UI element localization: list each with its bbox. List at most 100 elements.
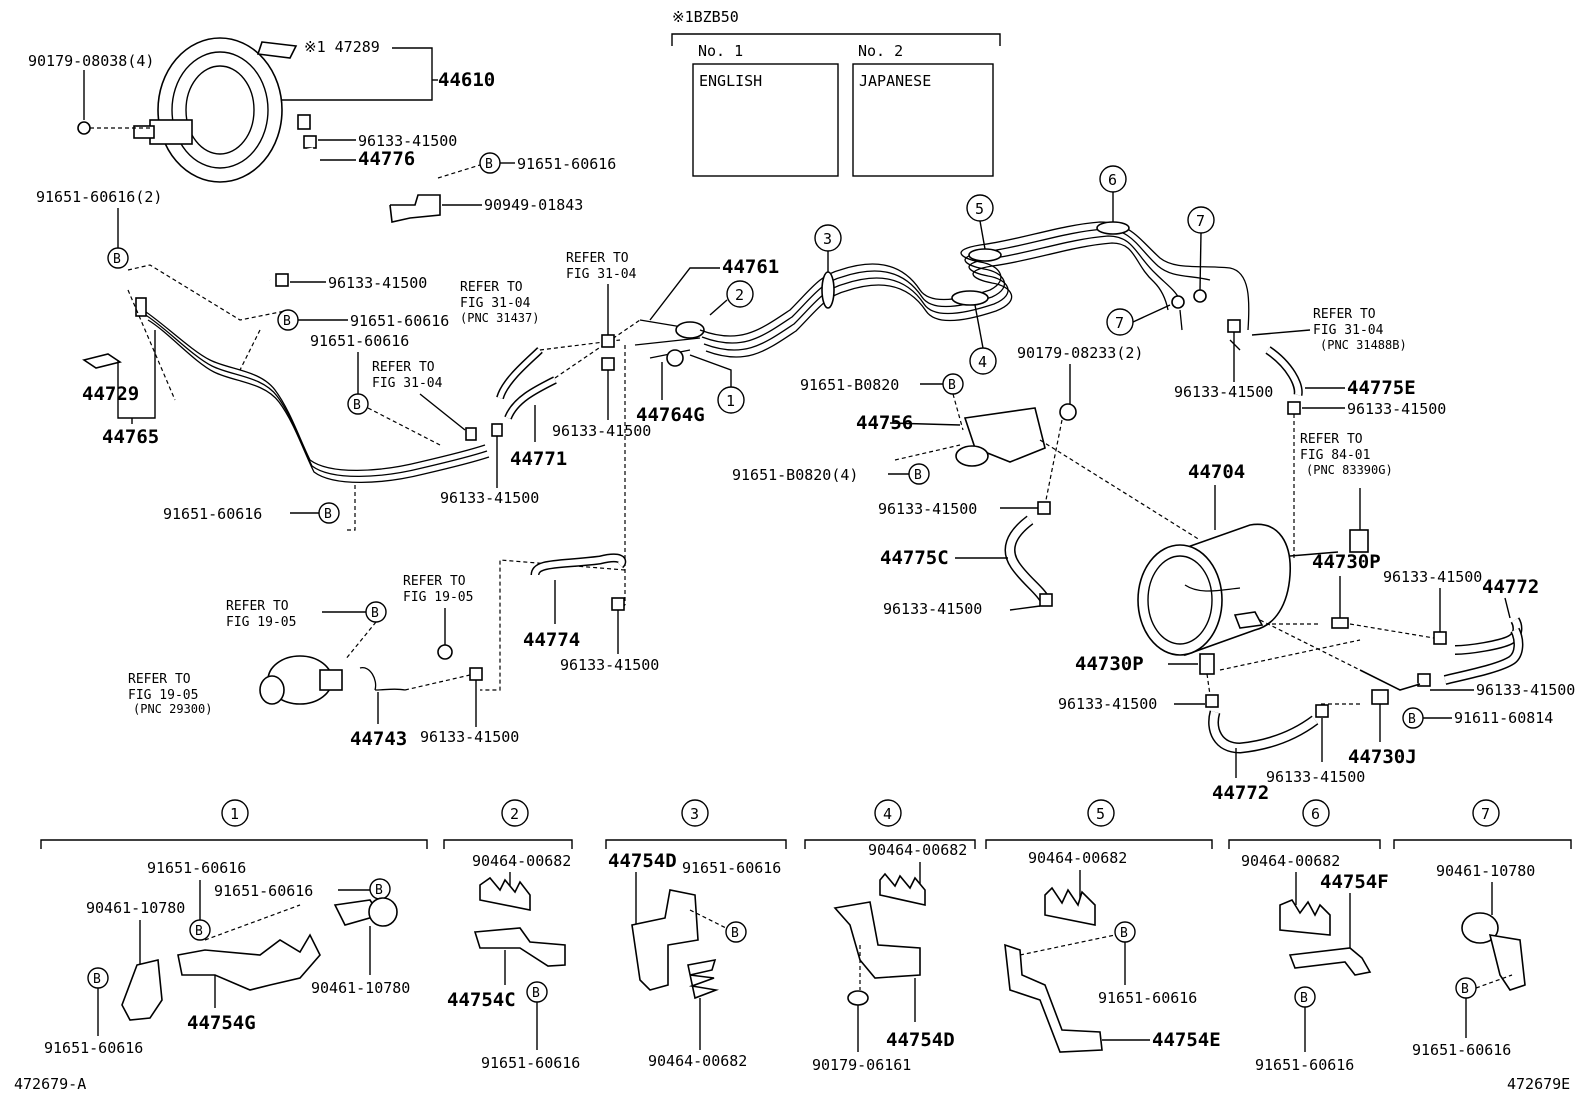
panel-5-callout: [1087, 799, 1115, 827]
label-90949-01843: 90949-01843: [484, 196, 583, 214]
svg-text:90461-10780: 90461-10780: [311, 979, 410, 997]
svg-text:90461-10780: 90461-10780: [86, 899, 185, 917]
svg-text:5: 5: [975, 200, 984, 218]
svg-text:B: B: [485, 157, 493, 172]
svg-text:B: B: [283, 314, 291, 329]
label-91611-60814: 91611-60814: [1454, 709, 1553, 727]
svg-text:B: B: [532, 986, 540, 1001]
brake-booster: [77, 37, 317, 183]
svg-text:1: 1: [230, 805, 239, 823]
bracket-44754g-icon: [177, 933, 321, 991]
clip-90464-icon: [1279, 898, 1331, 936]
panel-3-callout: [681, 799, 709, 827]
check-valve-icon: [1331, 617, 1349, 629]
svg-text:FIG 84-01: FIG 84-01: [1300, 448, 1370, 463]
english-label-box: [692, 63, 839, 177]
japanese-label-text: JAPANESE: [859, 72, 931, 90]
svg-text:FIG 31-04: FIG 31-04: [460, 296, 531, 311]
svg-text:90464-00682: 90464-00682: [1241, 852, 1340, 870]
svg-text:REFER TO: REFER TO: [372, 360, 435, 375]
english-label-text: ENGLISH: [699, 72, 762, 90]
label-96133-41500-h: 96133-41500: [883, 600, 982, 618]
bracket-icon: [389, 194, 441, 223]
svg-text:FIG 31-04: FIG 31-04: [566, 267, 637, 282]
svg-text:44754E: 44754E: [1152, 1029, 1221, 1051]
svg-text:7: 7: [1196, 212, 1205, 230]
svg-text:B: B: [1408, 712, 1416, 727]
label-96133-41500-b: 96133-41500: [328, 274, 427, 292]
label-96133-41500-g: 96133-41500: [878, 500, 977, 518]
callout-2: [726, 280, 754, 308]
label-96133-41500-c: 96133-41500: [440, 489, 539, 507]
label-96133-41500-l: 96133-41500: [1266, 768, 1365, 786]
svg-text:91651-60616: 91651-60616: [147, 859, 246, 877]
label-44729: 44729: [82, 383, 139, 405]
svg-text:2: 2: [510, 805, 519, 823]
tube-44765: [135, 297, 490, 483]
svg-text:91651-60616: 91651-60616: [214, 882, 313, 900]
svg-text:B: B: [371, 606, 379, 621]
label-44774: 44774: [523, 629, 580, 651]
bracket-44754c-icon: [473, 927, 566, 967]
bracket-44754e-icon: [1004, 943, 1103, 1053]
svg-text:B: B: [195, 924, 203, 939]
label-44610: 44610: [438, 69, 495, 91]
label-44772-a: 44772: [1482, 576, 1539, 598]
detail-panel-3: 3 44754D 91651-60616 B 90464-00682: [608, 799, 781, 1070]
tee-fitting-icon: [1371, 689, 1389, 705]
svg-text:4: 4: [883, 805, 892, 823]
clip-90464-icon: [879, 872, 926, 906]
label-96133-41500-k: 96133-41500: [1058, 695, 1157, 713]
b-mark-icon: [908, 463, 930, 485]
svg-text:(PNC 83390G): (PNC 83390G): [1306, 463, 1393, 477]
clip-90464-icon: [687, 958, 720, 1000]
label-44775c: 44775C: [880, 547, 949, 569]
label-table: ※1BZB50 No. 1 No. 2 ENGLISH JAPANESE: [671, 8, 1001, 177]
label-96133-41500-d: 96133-41500: [552, 422, 651, 440]
b-mark-icon: [318, 502, 340, 524]
svg-text:44754D: 44754D: [608, 850, 677, 872]
svg-text:FIG 19-05: FIG 19-05: [226, 615, 296, 630]
svg-text:3: 3: [690, 805, 699, 823]
bracket-44754f-icon: [1288, 947, 1372, 976]
svg-text:B: B: [353, 398, 361, 413]
col1-header: No. 1: [698, 42, 743, 60]
check-valve-icon: [1199, 653, 1215, 675]
panel-7-callout: [1472, 799, 1500, 827]
label-91651-60616-c: 91651-60616: [163, 505, 262, 523]
label-91651-b0820: 91651-B0820: [800, 376, 899, 394]
label-table-title: ※1BZB50: [672, 8, 739, 26]
svg-text:REFER TO: REFER TO: [226, 599, 289, 614]
svg-text:91651-60616: 91651-60616: [44, 1039, 143, 1057]
svg-text:91651-60616: 91651-60616: [1098, 989, 1197, 1007]
svg-text:90464-00682: 90464-00682: [868, 841, 967, 859]
detail-panel-5: 5 90464-00682 B 91651-60616 44754E: [1004, 799, 1221, 1053]
label-44761: 44761: [722, 256, 779, 278]
label-91651-60616-a: 91651-60616: [517, 155, 616, 173]
label-96133-41500-a: 96133-41500: [358, 132, 457, 150]
charcoal-canister: [1137, 523, 1291, 657]
svg-text:REFER TO: REFER TO: [128, 672, 191, 687]
svg-text:REFER TO: REFER TO: [1300, 432, 1363, 447]
svg-text:B: B: [375, 883, 383, 898]
svg-text:B: B: [1461, 982, 1469, 997]
detail-panel-2: 2 90464-00682 44754C B 91651-60616: [447, 799, 580, 1072]
label-96133-41500-i: 96133-41500: [1383, 568, 1482, 586]
svg-text:5: 5: [1096, 805, 1105, 823]
vsv-assy: [259, 655, 343, 705]
svg-text:FIG 19-05: FIG 19-05: [128, 688, 198, 703]
svg-text:B: B: [113, 252, 121, 267]
clamp-icon: [1461, 912, 1499, 944]
b-mark-icon: [725, 921, 747, 943]
detail-panel-4: 4 90464-00682 90179-06161 44754D: [812, 799, 967, 1074]
japanese-label-box: [852, 63, 994, 177]
panel-4-callout: [874, 799, 902, 827]
svg-text:6: 6: [1108, 171, 1117, 189]
label-96133-41500-f: 96133-41500: [1347, 400, 1446, 418]
label-90179-08038: 90179-08038(4): [28, 52, 154, 70]
svg-text:91651-60616: 91651-60616: [682, 859, 781, 877]
svg-text:90464-00682: 90464-00682: [472, 852, 571, 870]
label-44704: 44704: [1188, 461, 1245, 483]
svg-text:91651-60616: 91651-60616: [1255, 1056, 1354, 1074]
